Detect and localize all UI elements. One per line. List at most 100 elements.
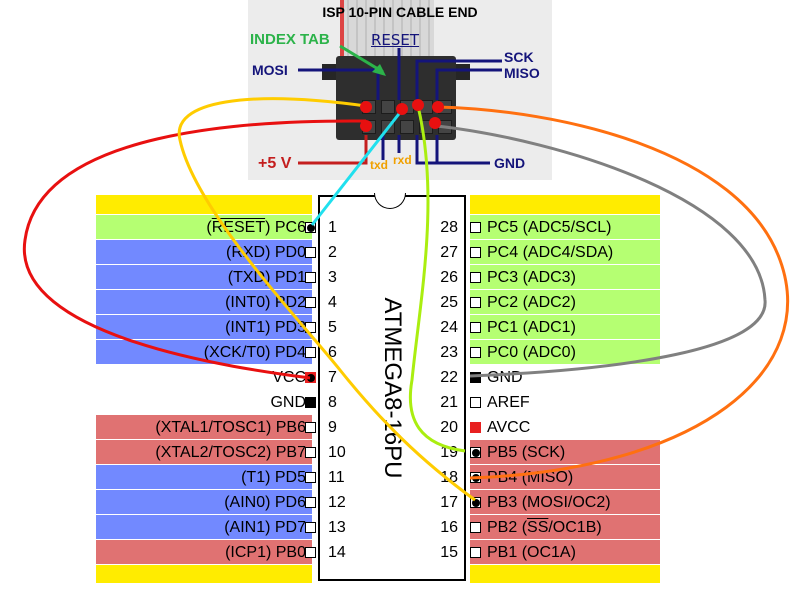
mosi-label: MOSI — [252, 62, 288, 78]
right-band-green — [470, 315, 660, 339]
index-tab-arrow — [339, 44, 384, 74]
pin-label-text: PB2 ( — [487, 519, 528, 536]
pin-marker-empty — [470, 272, 481, 283]
pin-marker-empty — [470, 547, 481, 558]
left-band-red — [96, 540, 312, 564]
pin-number: 16 — [440, 519, 458, 536]
pin-label-text: AREF — [487, 394, 530, 411]
left-band-green — [96, 215, 312, 239]
pin-label: (AIN0) PD6 — [96, 490, 306, 515]
pin-label: AREF — [487, 390, 530, 415]
yellow-band — [470, 565, 660, 583]
pin-number: 22 — [440, 369, 458, 386]
connector-dot-reset — [396, 103, 408, 115]
pin-label: AVCC — [487, 415, 530, 440]
index-tab-label: INDEX TAB — [250, 31, 330, 48]
right-band-green — [470, 290, 660, 314]
pin-label-text: (AIN0) PD6 — [224, 494, 306, 511]
pin-marker-empty — [305, 422, 316, 433]
pin-marker-empty — [305, 247, 316, 258]
sck-callout-line — [415, 59, 502, 100]
sck-label: SCK — [504, 49, 534, 65]
pin-number: 11 — [328, 469, 345, 486]
pin-number: 9 — [328, 419, 337, 436]
pin-number: 21 — [440, 394, 458, 411]
miso-wire — [436, 105, 790, 480]
left-band-blue — [96, 465, 312, 489]
right-band-red — [470, 440, 660, 464]
pin-label-overline: SS — [527, 519, 549, 536]
rxd-label: rxd — [393, 153, 412, 167]
pin-number: 10 — [328, 444, 346, 461]
right-band-green — [470, 340, 660, 364]
pin-label-text: (XTAL1/TOSC1) PB6 — [155, 419, 306, 436]
pin-number: 18 — [440, 469, 458, 486]
pin-label-text: GND — [270, 394, 306, 411]
left-band-blue — [96, 265, 312, 289]
pin-label-text: (ICP1) PB0 — [225, 544, 306, 561]
pin-label: PC1 (ADC1) — [487, 315, 576, 340]
pin-label: (ICP1) PB0 — [96, 540, 306, 565]
pin-connection-dot — [307, 374, 315, 382]
pin-marker-empty — [470, 322, 481, 333]
pin-marker-filled — [305, 397, 316, 408]
pin-label: (XTAL1/TOSC1) PB6 — [96, 415, 306, 440]
mosi-callout-line — [298, 68, 380, 100]
pin-marker-empty — [305, 472, 316, 483]
pin-label: PB5 (SCK) — [487, 440, 565, 465]
pin-number: 23 — [440, 344, 458, 361]
pin-number: 3 — [328, 269, 337, 286]
pin-label: PB2 (SS/OC1B) — [487, 515, 602, 540]
pin-number: 13 — [328, 519, 346, 536]
right-band-red — [470, 540, 660, 564]
connector-dot-gnd — [429, 117, 441, 129]
pin-label: PC0 (ADC0) — [487, 340, 576, 365]
right-band-red — [470, 490, 660, 514]
pin-label-text: PC2 (ADC2) — [487, 294, 576, 311]
pin-connection-dot — [472, 499, 480, 507]
pin-label-suffix: ) PC6 — [265, 219, 306, 236]
pin-number: 26 — [440, 269, 458, 286]
pin-label-suffix: /OC1B) — [548, 519, 602, 536]
pin-marker-dot — [305, 222, 316, 233]
left-band-blue — [96, 240, 312, 264]
right-band-green — [470, 240, 660, 264]
pin-marker-empty — [305, 272, 316, 283]
pin-label-text: AVCC — [487, 419, 531, 436]
pin-label-text: PC3 (ADC3) — [487, 269, 576, 286]
pin-label-text: (XTAL2/TOSC2) PB7 — [155, 444, 306, 461]
pin-number: 6 — [328, 344, 337, 361]
connector-dot-mosi — [360, 101, 372, 113]
gnd-wire — [436, 124, 767, 378]
pin-label-text: (AIN1) PD7 — [224, 519, 306, 536]
pin-marker-red — [470, 422, 481, 433]
pin-marker-empty — [470, 522, 481, 533]
reset-label: RESET — [371, 31, 420, 49]
pin-number: 25 — [440, 294, 458, 311]
yellow-band — [96, 195, 312, 214]
vcc-label: +5 V — [258, 155, 292, 172]
pin-label: PC2 (ADC2) — [487, 290, 576, 315]
pin-label-text: PC5 (ADC5/SCL) — [487, 219, 612, 236]
pin-marker-empty — [305, 297, 316, 308]
pin-number: 20 — [440, 419, 458, 436]
pin-label: PC3 (ADC3) — [487, 265, 576, 290]
pin-label-text: (T1) PD5 — [241, 469, 306, 486]
pin-label: (T1) PD5 — [96, 465, 306, 490]
pin-label-text: PB1 (OC1A) — [487, 544, 576, 561]
pin-label: (AIN1) PD7 — [96, 515, 306, 540]
pin-number: 7 — [328, 369, 337, 386]
vcc-callout-line — [298, 135, 368, 165]
pin-label: PB4 (MISO) — [487, 465, 573, 490]
pin-marker-dot — [470, 497, 481, 508]
right-band-green — [470, 215, 660, 239]
right-band-red — [470, 515, 660, 539]
pin-marker-empty — [470, 222, 481, 233]
pin-label-text: PB3 (MOSI/OC2) — [487, 494, 611, 511]
right-band-green — [470, 265, 660, 289]
left-band-red — [96, 415, 312, 439]
pin-label-text: PC1 (ADC1) — [487, 319, 576, 336]
pin-label: PB3 (MOSI/OC2) — [487, 490, 611, 515]
pin-marker-filled — [470, 372, 481, 383]
left-band-blue — [96, 315, 312, 339]
